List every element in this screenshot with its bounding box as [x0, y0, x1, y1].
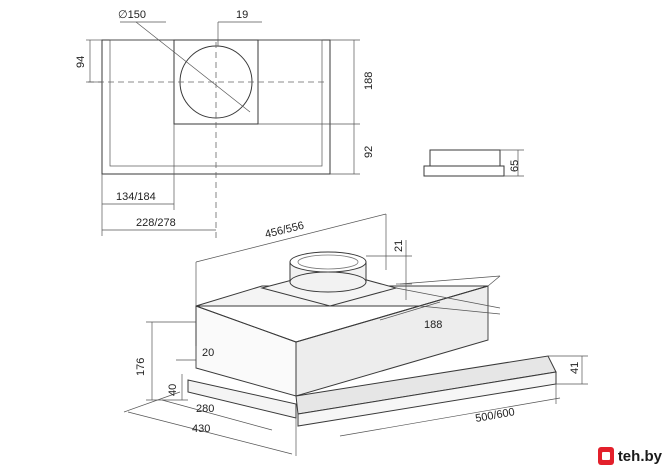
label-iso-width-top: 456/556 — [264, 220, 305, 241]
dim-500-line — [339, 397, 561, 437]
dim-188-iso-line — [379, 301, 441, 321]
diameter-leader — [135, 21, 251, 113]
label-side-height: 65 — [509, 160, 521, 172]
iso-edge-2 — [295, 285, 489, 343]
label-height-92: 92 — [363, 146, 375, 158]
iso-top-right-edge — [399, 275, 501, 285]
dim-430-line — [127, 411, 293, 455]
dim-188-iso-ext — [395, 287, 501, 309]
watermark-text: teh.by — [617, 447, 662, 465]
brand-logo-icon — [597, 447, 614, 465]
label-height-188: 188 — [363, 72, 375, 90]
iso-duct-bottom — [289, 271, 367, 293]
iso-edge-1 — [195, 305, 297, 343]
side-view-bottom — [423, 165, 505, 177]
label-iso-height: 176 — [135, 358, 147, 376]
side-view-top — [429, 149, 501, 167]
label-iso-width-bottom: 500/600 — [474, 406, 515, 425]
side-view — [423, 149, 524, 177]
top-view — [86, 21, 360, 240]
isometric-view — [123, 213, 588, 456]
iso-duct-top — [289, 251, 367, 273]
label-top-left-height: 94 — [75, 56, 87, 68]
label-iso-depth-280: 280 — [196, 403, 214, 415]
iso-top-right-corner — [487, 275, 501, 287]
label-iso-depth-430: 430 — [192, 423, 210, 435]
dim-280-line — [161, 399, 273, 431]
label-iso-panel-height: 41 — [569, 362, 581, 374]
label-duct-offset: 19 — [236, 9, 248, 21]
label-iso-front-height: 40 — [167, 384, 179, 396]
label-duct-diameter: ∅150 — [118, 9, 146, 21]
iso-duct-inner — [297, 254, 359, 270]
watermark: teh.by — [597, 447, 662, 465]
label-iso-collar: 21 — [393, 240, 405, 252]
label-width-228: 228/278 — [136, 217, 176, 229]
dim-depth-ext — [123, 391, 181, 413]
label-width-134: 134/184 — [116, 191, 156, 203]
dim-456-line — [195, 213, 387, 263]
dim-188-iso-ext2 — [419, 305, 501, 315]
label-iso-lip: 20 — [202, 347, 214, 359]
label-iso-depth: 188 — [424, 319, 442, 331]
